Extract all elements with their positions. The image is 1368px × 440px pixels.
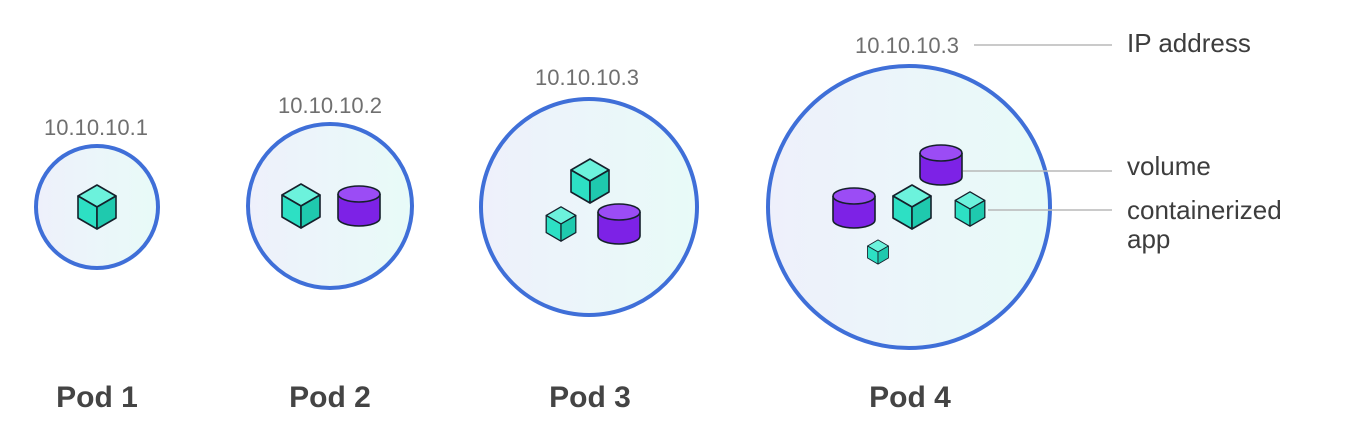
pod-4-label: Pod 4: [869, 381, 951, 414]
pod-1-ip: 10.10.10.1: [44, 115, 148, 140]
volume-cylinder-icon: [597, 203, 641, 245]
pod-2-label: Pod 2: [289, 381, 371, 414]
pod-2: 10.10.10.2 Pod 2: [246, 93, 414, 414]
volume-cylinder-icon: [919, 144, 963, 186]
pod-3-label: Pod 3: [549, 381, 631, 414]
pod-4-ip: 10.10.10.3: [855, 33, 959, 58]
pod-1-label: Pod 1: [56, 381, 138, 414]
pod-3: 10.10.10.3 Pod 3: [479, 65, 699, 414]
pod-2-ip: 10.10.10.2: [278, 93, 382, 118]
pod-4: 10.10.10.3 Pod 4: [766, 33, 1052, 414]
volume-cylinder-icon: [832, 187, 876, 229]
legend: IP address volume containerized app: [963, 28, 1282, 254]
legend-containerized: containerized: [1127, 195, 1282, 225]
pod-3-ip: 10.10.10.3: [535, 65, 639, 90]
legend-ip-address: IP address: [1127, 28, 1251, 58]
pod-3-circle: [479, 97, 699, 317]
pod-1: 10.10.10.1 Pod 1: [34, 115, 160, 414]
legend-app: app: [1127, 224, 1170, 254]
volume-cylinder-icon: [337, 185, 381, 227]
legend-volume: volume: [1127, 151, 1211, 181]
pod-2-circle: [246, 122, 414, 290]
